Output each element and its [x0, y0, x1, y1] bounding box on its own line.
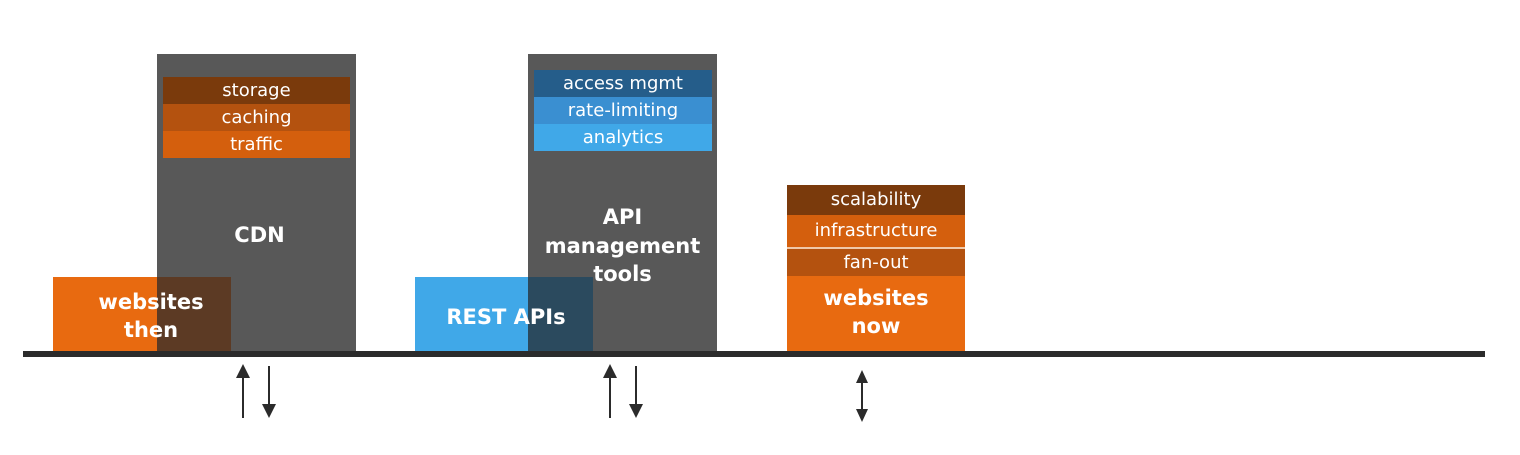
rest-apis-label: REST APIs — [446, 304, 566, 329]
api-tag-analytics: analytics — [534, 124, 712, 151]
websites-now-block — [787, 276, 965, 353]
api-tools-line2: management — [544, 233, 701, 258]
websites-now-line2: now — [851, 314, 901, 338]
api-tools-label: API management tools — [528, 202, 717, 290]
websites-then-label: websites then — [53, 288, 249, 344]
down-arrow-icon — [262, 366, 276, 418]
rest-apis-block — [415, 277, 528, 353]
websites-then-overlap — [157, 277, 231, 353]
up-arrow-icon — [236, 364, 250, 418]
websites-then-line1: websites — [98, 289, 204, 314]
cdn-label: CDN — [234, 222, 285, 247]
websites-now-tag-fan-out: fan-out — [787, 249, 965, 276]
websites-now-divider — [787, 247, 965, 249]
websites-now-line1: websites — [823, 285, 929, 310]
cdn-tag-caching: caching — [163, 104, 350, 131]
cdn-tag-storage: storage — [163, 77, 350, 104]
api-tools-line3: tools — [593, 262, 652, 287]
cdn-tag-traffic: traffic — [163, 131, 350, 158]
websites-then-block — [53, 277, 157, 353]
rest-apis-overlap — [528, 277, 593, 353]
api-tag-rate-limiting: rate-limiting — [534, 97, 712, 124]
websites-then-line2: then — [123, 318, 179, 342]
baseline — [23, 351, 1485, 357]
api-tools-line1: API — [602, 205, 643, 230]
down-arrow-icon — [629, 366, 643, 418]
websites-now-tag-infrastructure: infrastructure — [787, 215, 965, 247]
websites-now-tag-scalability: scalability — [787, 185, 965, 215]
websites-now-label: websites now — [787, 282, 965, 342]
api-tag-access-mgmt: access mgmt — [534, 70, 712, 97]
double-arrow-icon — [856, 370, 868, 422]
up-arrow-icon — [603, 364, 617, 418]
